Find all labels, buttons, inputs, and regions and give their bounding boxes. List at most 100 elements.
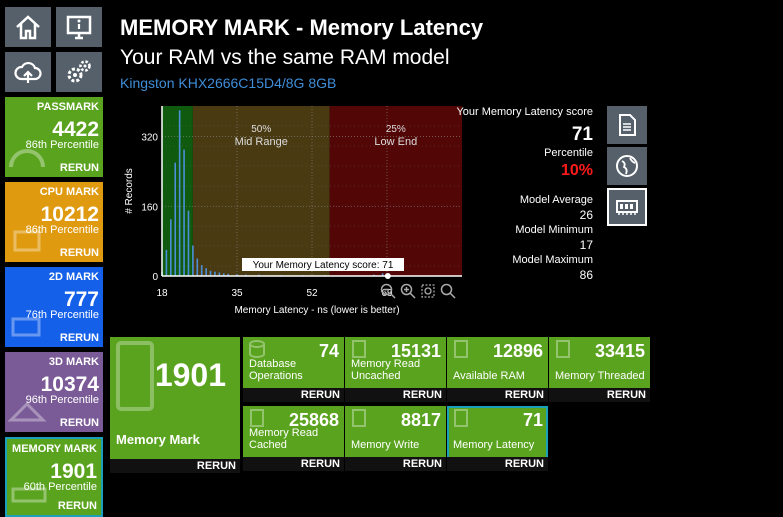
- ram-info-button[interactable]: [607, 188, 647, 226]
- rerun-button[interactable]: RERUN: [549, 388, 650, 402]
- home-icon: [16, 15, 40, 40]
- memory-chip-icon: [352, 340, 366, 358]
- card-percentile: 76th Percentile: [25, 309, 99, 321]
- card-percentile: 96th Percentile: [25, 394, 99, 406]
- percentile-value: 10%: [560, 162, 593, 179]
- card-title: 3D MARK: [48, 356, 99, 368]
- home-button[interactable]: [5, 7, 51, 47]
- memory-chip-icon: [116, 341, 154, 411]
- sidebar-card-passmark[interactable]: PASSMARK 4422 86th Percentile RERUN: [5, 97, 103, 177]
- tile-name: Available RAM: [453, 370, 525, 382]
- tile-available-ram[interactable]: 12896 Available RAM RERUN: [447, 337, 548, 402]
- zoom-out-icon[interactable]: [380, 283, 396, 299]
- 2d-graphics-icon: [11, 317, 41, 337]
- model-average-value: 26: [579, 208, 593, 222]
- memory-chip-icon: [556, 340, 570, 358]
- tile-value: 33415: [594, 341, 645, 361]
- web-compare-button[interactable]: [607, 147, 647, 185]
- rerun-button[interactable]: RERUN: [59, 162, 99, 174]
- sidebar-card-3d[interactable]: 3D MARK 10374 96th Percentile RERUN: [5, 352, 103, 432]
- rerun-button[interactable]: RERUN: [447, 388, 548, 402]
- card-title: MEMORY MARK: [12, 443, 97, 455]
- cloud-upload-icon: [14, 61, 42, 83]
- model-average-label: Model Average: [519, 194, 593, 206]
- system-info-button[interactable]: [56, 7, 102, 47]
- card-value: 10212: [40, 203, 99, 226]
- zoom-fit-icon[interactable]: [420, 283, 436, 299]
- tile-memory-write[interactable]: 8817 Memory Write RERUN: [345, 406, 446, 471]
- rerun-button[interactable]: RERUN: [243, 457, 344, 471]
- globe-icon: [616, 155, 638, 177]
- ram-module-icon: [616, 200, 638, 215]
- tile-name: Memory Read Cached: [249, 427, 319, 451]
- rerun-button[interactable]: RERUN: [243, 388, 344, 402]
- rerun-button[interactable]: RERUN: [447, 457, 548, 471]
- settings-button[interactable]: [56, 52, 102, 92]
- zoom-controls: [380, 283, 456, 299]
- region-label: Mid Range: [235, 136, 288, 148]
- rerun-button[interactable]: RERUN: [59, 417, 99, 429]
- gears-icon: [67, 60, 91, 83]
- main-tile-name: Memory Mark: [116, 432, 200, 447]
- tile-value: 8817: [400, 410, 441, 430]
- histogram-bar: [170, 219, 172, 276]
- gauge-icon: [9, 149, 45, 168]
- card-title: 2D MARK: [48, 271, 99, 283]
- tile-name: Memory Read Uncached: [351, 358, 421, 382]
- rerun-button[interactable]: RERUN: [345, 388, 446, 402]
- histogram-bar: [218, 272, 221, 276]
- tile-memory-read-uncached[interactable]: 15131 Memory Read Uncached RERUN: [345, 337, 446, 402]
- memory-chip-icon: [454, 340, 468, 358]
- rerun-button[interactable]: RERUN: [345, 457, 446, 471]
- rerun-button[interactable]: RERUN: [57, 500, 97, 512]
- rerun-button[interactable]: RERUN: [59, 247, 99, 259]
- region-percent-label: 25%: [386, 124, 406, 135]
- histogram-bar: [174, 162, 177, 276]
- zoom-reset-icon[interactable]: [440, 283, 456, 299]
- database-icon: [249, 340, 265, 358]
- histogram-bar: [196, 258, 199, 276]
- upload-button[interactable]: [5, 52, 51, 92]
- memory-chip-icon: [352, 409, 366, 427]
- tile-name: Memory Latency: [453, 439, 535, 451]
- card-value: 777: [63, 288, 99, 311]
- tile-value: 74: [318, 341, 339, 361]
- histogram-bar: [214, 271, 216, 276]
- card-title: CPU MARK: [39, 186, 99, 198]
- tile-value: 12896: [492, 341, 543, 361]
- tile-memory-latency[interactable]: 71 Memory Latency RERUN: [447, 406, 548, 471]
- region-percent-label: 50%: [251, 124, 271, 135]
- report-button[interactable]: [607, 106, 647, 144]
- card-value: 1901: [50, 460, 97, 483]
- card-percentile: 86th Percentile: [25, 224, 99, 236]
- monitor-info-icon: [66, 15, 92, 40]
- histogram-bar: [192, 245, 194, 276]
- model-minimum-label: Model Minimum: [515, 224, 593, 236]
- tile-memory-read-cached[interactable]: 25868 Memory Read Cached RERUN: [243, 406, 344, 471]
- tile-name: Memory Write: [351, 439, 420, 451]
- sidebar-card-2d[interactable]: 2D MARK 777 76th Percentile RERUN: [5, 267, 103, 347]
- percentile-label: Percentile: [544, 147, 593, 159]
- model-maximum-value: 86: [579, 268, 593, 282]
- ram-model-link[interactable]: Kingston KHX2666C15D4/8G 8GB: [120, 75, 337, 91]
- tile-value: 25868: [288, 410, 339, 430]
- sidebar-card-memory[interactable]: MEMORY MARK 1901 60th Percentile RERUN: [5, 437, 103, 517]
- score-marker: [384, 273, 391, 279]
- memory-mark-main-tile[interactable]: 1901 Memory Mark RERUN: [110, 337, 240, 473]
- y-tick-label: 320: [141, 133, 158, 144]
- sidebar-card-cpu[interactable]: CPU MARK 10212 86th Percentile RERUN: [5, 182, 103, 262]
- tile-database-operations[interactable]: 74 Database Operations RERUN: [243, 337, 344, 402]
- tile-value: 71: [522, 410, 543, 430]
- histogram-bar: [381, 273, 384, 276]
- y-tick-label: 0: [152, 272, 158, 283]
- histogram-bar: [227, 273, 229, 276]
- page-title: MEMORY MARK - Memory Latency: [120, 15, 484, 40]
- cpu-icon: [13, 230, 41, 252]
- tile-memory-threaded[interactable]: 33415 Memory Threaded RERUN: [549, 337, 650, 402]
- model-maximum-label: Model Maximum: [512, 254, 593, 266]
- zoom-in-icon[interactable]: [400, 283, 416, 299]
- rerun-button[interactable]: RERUN: [59, 332, 99, 344]
- histogram-bar: [236, 274, 238, 276]
- rerun-button[interactable]: RERUN: [110, 459, 240, 473]
